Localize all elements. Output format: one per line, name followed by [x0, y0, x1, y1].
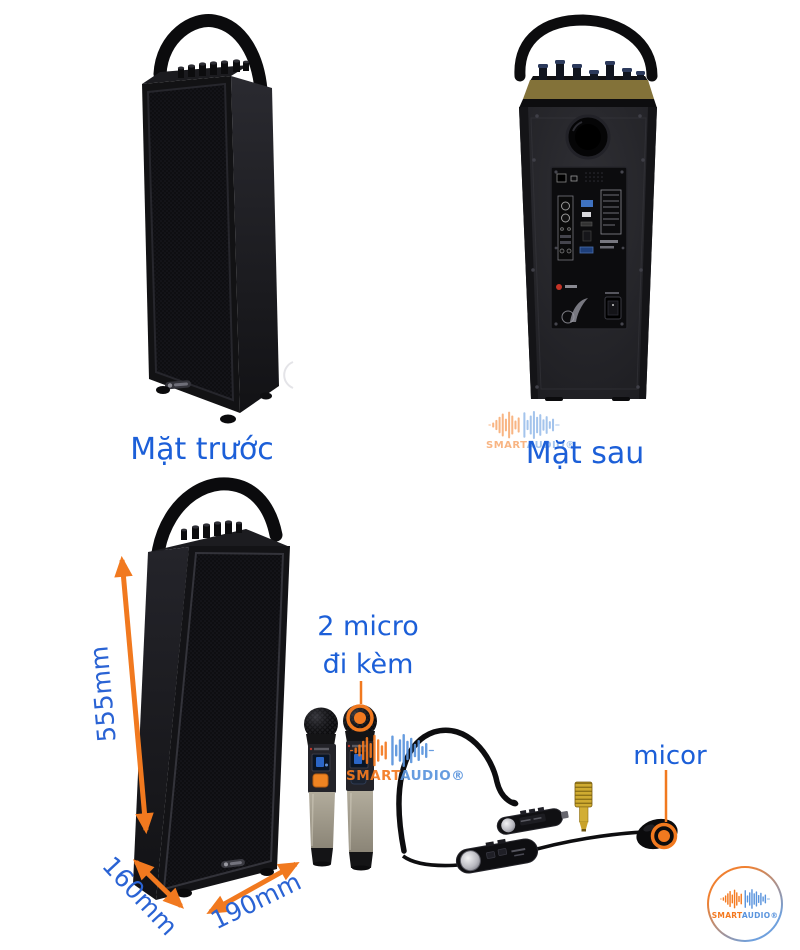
brand-plate: [165, 380, 191, 390]
brand-watermark-text: SMARTAUDIO®: [346, 768, 465, 784]
included-mics-label-line1: 2 micro: [317, 611, 419, 642]
waveform-icon: [720, 888, 770, 909]
headband: [396, 727, 516, 854]
brand-watermark-center: SMARTAUDIO®: [346, 734, 465, 784]
depth-dimension-arrow: [132, 859, 185, 909]
brand-logo-text: SMARTAUDIO®: [712, 911, 779, 920]
top-knobs: [181, 520, 242, 540]
waveform-icon: [350, 734, 434, 767]
height-dimension-arrow: [114, 555, 154, 835]
wireless-receiver-small: [496, 806, 569, 835]
speaker-grille: [146, 82, 235, 402]
included-mics-label-line2: đi kèm: [322, 649, 414, 680]
brand-name-audio: AUDIO®: [400, 768, 466, 784]
top-control-panel: [523, 80, 654, 99]
carry-handle: [514, 14, 658, 82]
wireless-receiver-large: [455, 838, 539, 874]
front-view-label: Mặt trước: [130, 432, 274, 467]
brand-watermark-top: SMARTAUDIO®: [486, 411, 575, 451]
brand-logo-badge: SMARTAUDIO®: [707, 866, 783, 942]
back-view-label: Mặt sau: [525, 436, 645, 471]
carry-handle: [150, 477, 283, 593]
width-dimension-arrow: [206, 861, 300, 915]
brand-name-audio: AUDIO®: [741, 910, 779, 920]
brand-watermark-text: SMARTAUDIO®: [486, 440, 575, 451]
mic-button: [350, 770, 367, 785]
included-mics-pointer: [346, 681, 374, 732]
speaker-grille: [162, 551, 285, 891]
jack-adapter: [574, 781, 593, 832]
ring-marker-icon: [346, 704, 374, 732]
headset-pointer: [650, 770, 678, 850]
brand-name-smart: SMART: [486, 440, 527, 451]
top-knobs: [538, 60, 645, 86]
front-speaker-photo: [142, 14, 294, 424]
rear-amp-panel: [550, 166, 628, 330]
ring-marker-icon: [650, 822, 678, 850]
headset-mic-label: micor: [633, 741, 707, 771]
brand-name-audio: AUDIO®: [526, 440, 576, 451]
brand-name-smart: SMART: [711, 910, 742, 920]
mic-button: [312, 773, 329, 788]
back-speaker-photo: [514, 14, 658, 401]
jack-plug: [560, 810, 569, 819]
carry-handle: [153, 14, 269, 124]
top-knobs: [177, 59, 249, 78]
handheld-mic-left: [304, 707, 338, 867]
waveform-icon: [488, 411, 560, 439]
brand-name-smart: SMART: [346, 768, 401, 784]
dimension-speaker-photo: [133, 477, 290, 900]
included-mics-label: 2 micro đi kèm: [313, 608, 423, 684]
